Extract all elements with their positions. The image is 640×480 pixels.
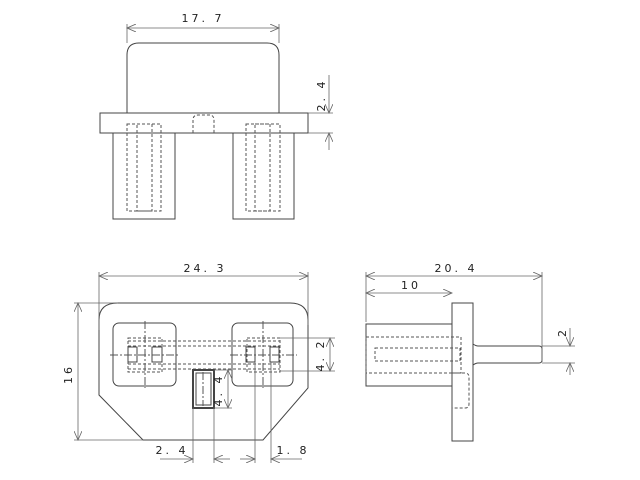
side-view: 20. 4 10 2 (365, 262, 575, 442)
top-body (126, 42, 280, 113)
hidden-line (136, 123, 153, 212)
side-pin (472, 343, 543, 366)
dim-top-width: 17. 7 (182, 12, 225, 25)
dim-side-length: 20. 4 (435, 262, 478, 275)
hidden-line (192, 114, 215, 133)
side-body (365, 323, 453, 387)
top-view: 17. 7 2. 4 (99, 12, 333, 220)
top-flange (99, 112, 309, 134)
dim-pin-dia: 2 (556, 327, 569, 337)
dim-slot-pitch: 4. 2 (314, 339, 327, 372)
dim-flange-thickness: 2. 4 (315, 79, 328, 112)
top-right-leg (232, 132, 295, 220)
key (192, 369, 215, 409)
dim-side-body: 10 (401, 279, 421, 292)
hidden-line (245, 123, 281, 212)
hidden-line (254, 123, 271, 212)
hidden-line (126, 123, 162, 212)
side-flange (451, 302, 474, 442)
dim-key-width: 2. 4 (156, 444, 189, 457)
dim-front-height: 16 (62, 364, 75, 384)
dim-key-height: 4. 4 (212, 374, 225, 407)
front-view: 24. 3 16 4. 2 4. 4 2. 4 1. 8 (62, 262, 335, 463)
dim-front-width: 24. 3 (184, 262, 227, 275)
dim-pin-width: 1. 8 (277, 444, 310, 457)
top-left-leg (112, 132, 176, 220)
